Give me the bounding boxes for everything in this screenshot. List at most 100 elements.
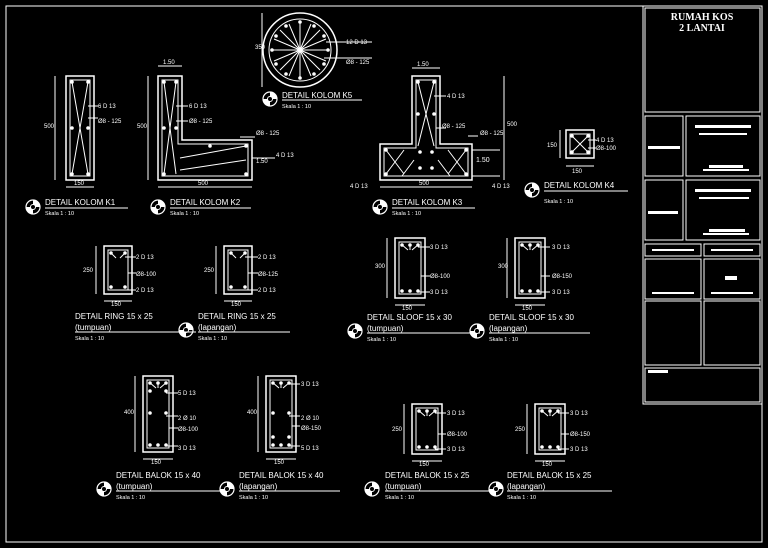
detail-kolom-k3: 1.50 500 500 4 D 13 Ø8 - 125 Ø8 - 125 1.… <box>350 62 518 217</box>
sloof-t-top: 3 D 13 <box>430 245 448 251</box>
sloof-t-scale: Skala 1 : 10 <box>367 337 396 343</box>
k1-title: DETAIL KOLOM K1 <box>45 198 116 207</box>
k3-dim-w: 500 <box>419 181 430 187</box>
balok40-t-dim-w: 150 <box>151 460 162 466</box>
sloof-l-top: 3 D 13 <box>552 245 570 251</box>
k2-stirrup: Ø8 - 125 <box>189 119 213 125</box>
detail-ring-tumpuan: 250 150 2 D 13 Ø8-100 2 D 13 DETAIL RING… <box>75 245 196 342</box>
detail-kolom-k4: 150 150 4 D 13 Ø8-100 DETAIL KOLOM K4 Sk… <box>524 129 628 205</box>
sloof-l-title: DETAIL SLOOF 15 x 30 <box>489 313 574 322</box>
k2-title: DETAIL KOLOM K2 <box>170 198 241 207</box>
balok40-t-top: 5 D 13 <box>178 391 196 397</box>
balok40-t-dim-h: 400 <box>124 410 135 416</box>
detail-balok25-tumpuan: 250 150 3 D 13 Ø8-100 3 D 13 DETAIL BALO… <box>364 403 490 501</box>
sloof-l-sub: (lapangan) <box>489 324 528 333</box>
k4-dim-w: 150 <box>572 169 583 175</box>
balok40-t-stirrup: Ø8-100 <box>178 427 199 433</box>
sloof-l-dim-w: 150 <box>522 306 533 312</box>
ring-t-title: DETAIL RING 15 x 25 <box>75 312 153 321</box>
sloof-t-title: DETAIL SLOOF 15 x 30 <box>367 313 452 322</box>
k2-scale: Skala 1 : 10 <box>170 211 199 217</box>
k1-dim-w: 150 <box>74 181 85 187</box>
detail-kolom-k1: 6 D 13 Ø8 - 125 500 150 DETAIL KOLOM K1 … <box>25 75 128 217</box>
detail-balok40-tumpuan: 400 150 5 D 13 2 Ø 10 Ø8-100 3 D 13 DETA… <box>96 375 225 501</box>
balok25-l-scale: Skala 1 : 10 <box>507 495 536 501</box>
balok40-t-sub: (tumpuan) <box>116 482 153 491</box>
sloof-t-bottom: 3 D 13 <box>430 290 448 296</box>
ring-t-top: 2 D 13 <box>136 255 154 261</box>
detail-balok25-lapangan: 250 150 3 D 13 Ø8-150 3 D 13 DETAIL BALO… <box>488 403 612 501</box>
k2-dim-h: 500 <box>137 124 148 130</box>
detail-sloof-lapangan: 300 150 3 D 13 Ø8-150 3 D 13 DETAIL SLOO… <box>469 237 590 343</box>
ring-l-scale: Skala 1 : 10 <box>198 336 227 342</box>
balok25-t-dim-w: 150 <box>419 462 430 468</box>
sloof-l-scale: Skala 1 : 10 <box>489 337 518 343</box>
balok40-l-dim-w: 150 <box>274 460 285 466</box>
project-title-line2: 2 LANTAI <box>679 23 725 34</box>
ring-t-stirrup: Ø8-100 <box>136 272 157 278</box>
balok25-l-bottom: 3 D 13 <box>570 447 588 453</box>
balok40-l-top: 3 D 13 <box>301 382 319 388</box>
balok25-t-dim-h: 250 <box>392 427 403 433</box>
sloof-l-stirrup: Ø8-150 <box>552 274 573 280</box>
balok40-l-scale: Skala 1 : 10 <box>239 495 268 501</box>
balok40-t-scale: Skala 1 : 10 <box>116 495 145 501</box>
balok40-t-mid: 2 Ø 10 <box>178 416 197 422</box>
k3-rebar-top: 4 D 13 <box>447 94 465 100</box>
k5-stirrup: Ø8 - 125 <box>346 60 370 66</box>
k3-scale: Skala 1 : 10 <box>392 211 421 217</box>
ring-t-dim-h: 250 <box>83 268 94 274</box>
k2-dim-top: 1.50 <box>163 60 175 66</box>
balok40-l-stirrup: Ø8-150 <box>301 426 322 432</box>
balok40-l-dim-h: 400 <box>247 410 258 416</box>
ring-t-scale: Skala 1 : 10 <box>75 336 104 342</box>
balok25-t-bottom: 3 D 13 <box>447 447 465 453</box>
sloof-l-dim-h: 300 <box>498 264 509 270</box>
balok25-l-sub: (lapangan) <box>507 482 546 491</box>
k2-dim-side: 1.50 <box>256 159 268 165</box>
balok40-l-sub: (lapangan) <box>239 482 278 491</box>
k1-stirrup: Ø8 - 125 <box>98 119 122 125</box>
k3-stirrup-l: Ø8 - 125 <box>442 124 466 130</box>
k4-rebar: 4 D 13 <box>596 138 614 144</box>
k2-dim-w: 500 <box>198 181 209 187</box>
balok25-t-sub: (tumpuan) <box>385 482 422 491</box>
detail-kolom-k5: 350 12 D 13 Ø8 - 125 DETAIL KOLOM K5 Ska… <box>255 12 372 110</box>
ring-l-top: 2 D 13 <box>258 255 276 261</box>
k1-dim-h: 500 <box>44 124 55 130</box>
balok25-l-top: 3 D 13 <box>570 411 588 417</box>
k2-rebar: 6 D 13 <box>189 104 207 110</box>
balok25-l-title: DETAIL BALOK 15 x 25 <box>507 471 592 480</box>
detail-sloof-tumpuan: 300 150 3 D 13 Ø8-100 3 D 13 DETAIL SLOO… <box>347 237 480 343</box>
balok40-l-title: DETAIL BALOK 15 x 40 <box>239 471 324 480</box>
k5-rebar: 12 D 13 <box>346 40 368 46</box>
balok25-t-stirrup: Ø8-100 <box>447 432 468 438</box>
balok25-t-top: 3 D 13 <box>447 411 465 417</box>
k2-rebar2: 4 D 13 <box>276 153 294 159</box>
k4-dim-h: 150 <box>547 143 558 149</box>
balok25-l-dim-h: 250 <box>515 427 526 433</box>
k3-dim-top: 1.50 <box>417 62 429 68</box>
sloof-t-dim-w: 150 <box>402 306 413 312</box>
balok25-t-title: DETAIL BALOK 15 x 25 <box>385 471 470 480</box>
detail-kolom-k2: 1.50 500 500 6 D 13 Ø8 - 125 Ø8 - 125 4 … <box>137 60 294 217</box>
sloof-t-stirrup: Ø8-100 <box>430 274 451 280</box>
sloof-l-bottom: 3 D 13 <box>552 290 570 296</box>
ring-t-dim-w: 150 <box>111 302 122 308</box>
k4-scale: Skala 1 : 10 <box>544 199 573 205</box>
k5-dim: 350 <box>255 45 266 51</box>
balok25-l-dim-w: 150 <box>542 462 553 468</box>
sloof-t-sub: (tumpuan) <box>367 324 404 333</box>
k1-rebar: 6 D 13 <box>98 104 116 110</box>
ring-l-dim-w: 150 <box>231 302 242 308</box>
k5-title: DETAIL KOLOM K5 <box>282 91 353 100</box>
k3-title: DETAIL KOLOM K3 <box>392 198 463 207</box>
k3-dim-side: 1.50 <box>476 157 490 164</box>
ring-l-bottom: 2 D 13 <box>258 288 276 294</box>
detail-ring-lapangan: 250 150 2 D 13 Ø8-125 2 D 13 DETAIL RING… <box>198 245 290 342</box>
k4-stirrup: Ø8-100 <box>596 146 617 152</box>
ring-t-bottom: 2 D 13 <box>136 288 154 294</box>
k1-scale: Skala 1 : 10 <box>45 211 74 217</box>
ring-t-sub: (tumpuan) <box>75 323 112 332</box>
